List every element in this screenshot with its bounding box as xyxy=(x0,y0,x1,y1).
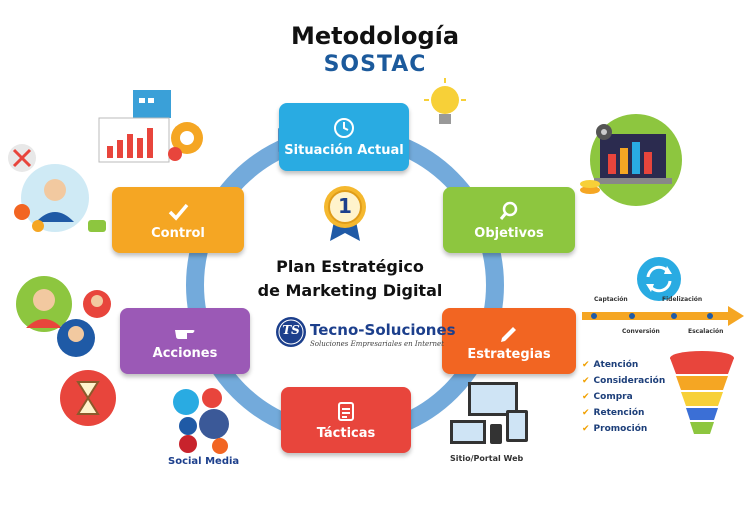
badge-number: 1 xyxy=(338,194,352,218)
web-label: Sitio/Portal Web xyxy=(450,454,524,463)
step-label: Control xyxy=(151,225,205,241)
step-situacion-actual: Situación Actual xyxy=(279,103,409,171)
timeline-label-captacion: Captación xyxy=(594,296,628,303)
medal-badge-icon xyxy=(324,186,366,241)
funnel-label: Promoción xyxy=(593,424,648,434)
funnel-item-retencion: ✔Retención xyxy=(582,408,644,418)
hourglass-icon xyxy=(60,370,116,426)
funnel-item-consideracion: ✔Consideración xyxy=(582,376,665,386)
pointing-hand-icon xyxy=(175,329,195,339)
logo-initials: TS xyxy=(282,323,300,337)
title: Metodología xyxy=(290,22,460,50)
social-media-label: Social Media xyxy=(168,456,240,467)
step-label: Objetivos xyxy=(474,225,544,241)
refresh-cycle-icon xyxy=(637,257,681,301)
step-label: Situación Actual xyxy=(284,142,404,158)
clipboard-icon xyxy=(338,401,354,421)
funnel-item-compra: ✔Compra xyxy=(582,392,633,402)
center-line-2: de Marketing Digital xyxy=(257,281,443,300)
lightbulb-icon xyxy=(424,78,466,124)
timeline-label-conversion: Conversión xyxy=(622,328,660,335)
timeline-label-escalacion: Escalación xyxy=(688,328,724,335)
timeline-label-fidelizacion: Fidelización xyxy=(662,296,703,303)
funnel-label: Atención xyxy=(593,360,639,370)
funnel-label: Retención xyxy=(593,408,645,418)
step-label: Acciones xyxy=(152,345,218,361)
funnel-label: Consideración xyxy=(593,376,666,386)
search-icon xyxy=(499,201,518,220)
funnel-item-promocion: ✔Promoción xyxy=(582,424,647,434)
step-tacticas: Tácticas xyxy=(281,387,411,453)
people-avatars-icon xyxy=(16,276,111,357)
step-acciones: Acciones xyxy=(120,308,250,374)
web-devices-icon xyxy=(450,382,528,444)
step-control: Control xyxy=(112,187,244,253)
marketing-funnel-icon xyxy=(670,351,734,434)
check-icon: ✔ xyxy=(582,408,590,418)
clock-icon xyxy=(334,117,354,138)
brand-tagline: Soluciones Empresariales en Internet xyxy=(310,340,444,348)
checkmark-icon xyxy=(168,203,189,221)
timeline-arrow xyxy=(582,306,744,326)
step-label: Estrategias xyxy=(467,346,551,362)
funnel-label: Compra xyxy=(593,392,633,402)
pencil-icon xyxy=(501,326,516,342)
check-icon: ✔ xyxy=(582,392,590,402)
funnel-item-atencion: ✔Atención xyxy=(582,360,638,370)
tecno-soluciones-logo xyxy=(276,317,306,347)
check-icon: ✔ xyxy=(582,376,590,386)
step-estrategias: Estrategias xyxy=(442,308,576,374)
check-icon: ✔ xyxy=(582,424,590,434)
center-line-1: Plan Estratégico xyxy=(276,257,424,276)
brand-name: Tecno-Soluciones xyxy=(310,321,456,339)
subtitle: SOSTAC xyxy=(323,52,427,77)
analytics-chart-icon xyxy=(98,90,203,163)
step-objetivos: Objetivos xyxy=(443,187,575,253)
social-media-icons xyxy=(173,388,229,454)
check-icon: ✔ xyxy=(582,360,590,370)
support-agent-icon xyxy=(8,144,106,232)
laptop-analytics-icon xyxy=(580,114,682,206)
step-label: Tácticas xyxy=(316,425,376,441)
